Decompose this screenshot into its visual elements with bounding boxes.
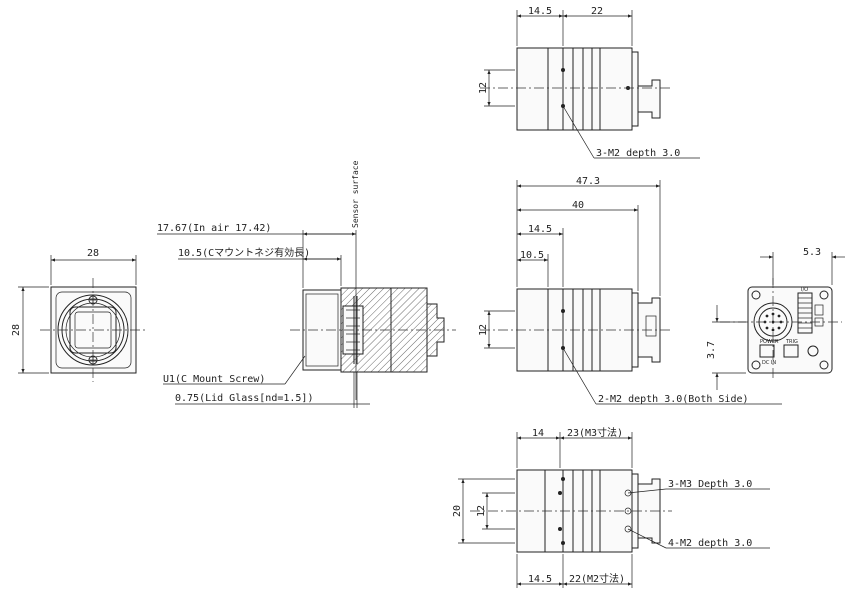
- pcb-label-io: I/O: [801, 287, 808, 293]
- side-view: 47.3 40 14.5 10.5 12 2-M2 depth 3.0(Both…: [478, 176, 782, 405]
- front-view: 28 28: [11, 248, 148, 382]
- rear-dim-left: 3.7: [706, 341, 717, 359]
- top-hole-note: 3-M2 depth 3.0: [596, 148, 680, 159]
- side-dim-10-5: 10.5: [520, 250, 544, 261]
- side-dim-overall: 47.3: [576, 176, 600, 187]
- rear-view: POWER I/O TRIG DC IN 5.3 3.7: [706, 247, 845, 390]
- bottom-view: 14 23(M3寸法) 20 12 3-M3 Depth 3.0 4-M2 de…: [452, 426, 770, 588]
- bottom-dim-inner: 12: [476, 505, 487, 517]
- pcb-label-trig: TRIG: [785, 339, 798, 345]
- lid-glass-label: 0.75(Lid Glass[nd=1.5]): [175, 393, 313, 404]
- c-mount-screw-label: U1(C Mount Screw): [163, 374, 265, 385]
- bottom-dim-bot-rear: 22(M2寸法): [569, 572, 625, 585]
- front-width-label: 28: [87, 248, 99, 259]
- pcb-label-dcin: DC IN: [762, 360, 776, 366]
- flange-back-label: 17.67(In air 17.42): [157, 223, 271, 234]
- bottom-dim-top-rear: 23(M3寸法): [567, 426, 623, 439]
- top-dim-rear: 22: [591, 6, 603, 17]
- pcb-label-power: POWER: [760, 339, 779, 345]
- section-view: Sensor surface 17.67(In air 17.42) 10.5(…: [157, 160, 456, 408]
- bottom-dim-top-front: 14: [532, 428, 544, 439]
- bottom-note-m2: 4-M2 depth 3.0: [668, 538, 752, 549]
- bottom-dim-bot-front: 14.5: [528, 574, 552, 585]
- side-dim-body: 40: [572, 200, 584, 211]
- top-dim-height: 12: [478, 82, 489, 94]
- top-dim-front: 14.5: [528, 6, 552, 17]
- bottom-dim-outer: 20: [452, 505, 463, 517]
- side-dim-14-5: 14.5: [528, 224, 552, 235]
- side-hole-note: 2-M2 depth 3.0(Both Side): [598, 394, 749, 405]
- front-height-label: 28: [11, 324, 22, 336]
- bottom-note-m3: 3-M3 Depth 3.0: [668, 479, 752, 490]
- side-dim-height: 12: [478, 324, 489, 336]
- rear-dim-top: 5.3: [803, 247, 821, 258]
- sensor-surface-label: Sensor surface: [351, 160, 360, 228]
- c-mount-depth-label: 10.5(Cマウントネジ有効長): [178, 246, 310, 259]
- top-view: 14.5 22 12 3-M2 depth 3.0: [478, 6, 700, 159]
